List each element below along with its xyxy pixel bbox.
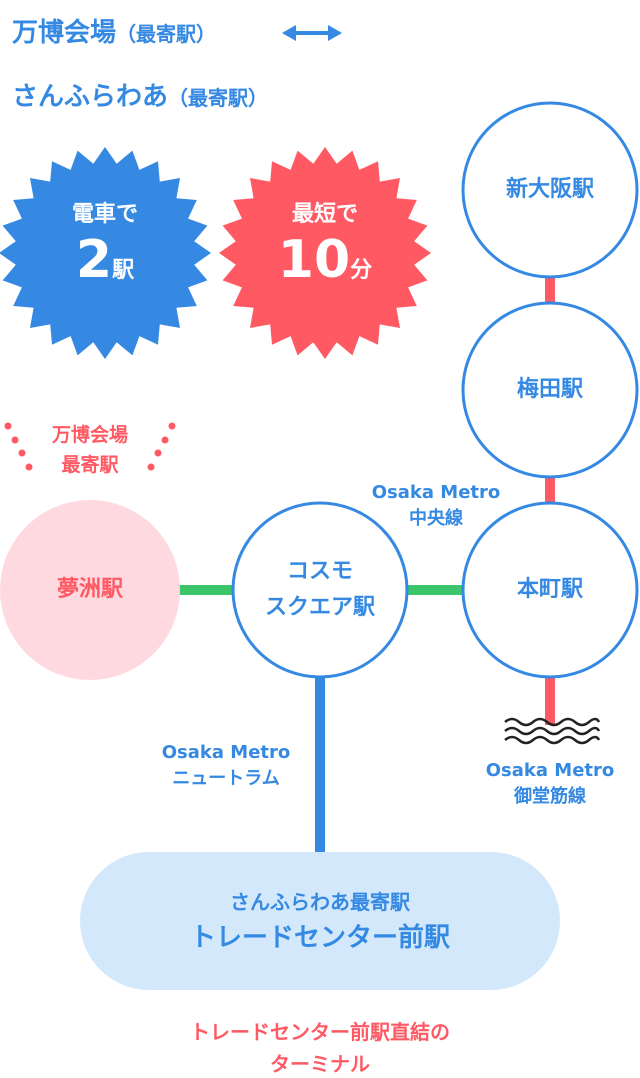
station-umeda: 梅田駅 — [516, 377, 584, 402]
footer-line2: ターミナル — [270, 1052, 370, 1076]
title-line-2: さんふらわあ（最寄駅） — [12, 76, 268, 113]
badge-minutes-unit: 分 — [350, 258, 373, 283]
newtram-l2: ニュートラム — [172, 768, 280, 789]
station-cosmo-square: コスモ スクエア駅 — [265, 554, 375, 626]
decor-dots — [4, 422, 176, 471]
footer-note: トレードセンター前駅直結の ターミナル — [190, 1016, 450, 1078]
station-circle-shin-osaka — [461, 101, 639, 279]
label-newtram-line: Osaka Metro ニュートラム — [162, 740, 291, 792]
double-arrow-icon — [282, 25, 342, 41]
starburst-blue — [0, 147, 211, 359]
expo-label-line2: 最寄駅 — [61, 454, 119, 476]
badge-stations: 電車で 2駅 — [72, 200, 138, 290]
wave-break-icon — [504, 717, 601, 745]
station-cosmo-line2: スクエア駅 — [264, 595, 376, 620]
station-circle-cosmo — [231, 501, 409, 679]
station-yumeshima: 夢洲駅 — [56, 577, 124, 602]
station-circle-honmachi — [461, 501, 639, 679]
title-suffix-2: （最寄駅） — [168, 86, 269, 110]
chuo-l1: Osaka Metro — [371, 482, 501, 503]
terminal-name: トレードセンター前駅 — [189, 923, 451, 953]
terminal-pill — [80, 852, 560, 990]
title-expo: 万博会場 — [12, 18, 117, 48]
station-shin-osaka: 新大阪駅 — [505, 177, 595, 202]
midosuji-line-2 — [545, 475, 555, 505]
station-honmachi: 本町駅 — [516, 577, 584, 602]
station-circle-yumeshima — [0, 500, 180, 680]
newtram-l1: Osaka Metro — [161, 742, 291, 763]
badge-stations-number: 2 — [75, 230, 113, 290]
label-midosuji-line: Osaka Metro 御堂筋線 — [486, 758, 615, 810]
terminal-station: さんふらわあ最寄駅 トレードセンター前駅 — [190, 886, 450, 958]
midosuji-l2: 御堂筋線 — [513, 786, 586, 807]
badge-stations-label: 電車で — [71, 202, 139, 227]
station-cosmo-line1: コスモ — [286, 559, 354, 584]
title-suffix-1: （最寄駅） — [116, 22, 217, 46]
chuo-l2: 中央線 — [408, 508, 463, 529]
badge-stations-unit: 駅 — [112, 258, 135, 283]
title-line-1: 万博会場（最寄駅） — [12, 12, 216, 49]
badge-minutes-number: 10 — [277, 230, 351, 290]
expo-label-line1: 万博会場 — [51, 424, 129, 446]
midosuji-line-3 — [545, 675, 555, 725]
midosuji-l1: Osaka Metro — [485, 760, 615, 781]
chuo-line-1 — [178, 585, 234, 595]
midosuji-line-1 — [545, 275, 555, 305]
badge-minutes-label: 最短で — [291, 202, 359, 227]
newtram-line — [315, 676, 325, 856]
label-chuo-line: Osaka Metro 中央線 — [372, 480, 501, 532]
starburst-red — [219, 147, 431, 359]
chuo-line-2 — [406, 585, 464, 595]
badge-minutes: 最短で 10分 — [278, 200, 372, 290]
station-circle-umeda — [461, 301, 639, 479]
expo-nearest-label: 万博会場 最寄駅 — [52, 420, 128, 480]
terminal-sub: さんふらわあ最寄駅 — [229, 890, 410, 914]
title-sunflower: さんふらわあ — [12, 82, 169, 112]
footer-line1: トレードセンター前駅直結の — [190, 1020, 450, 1044]
